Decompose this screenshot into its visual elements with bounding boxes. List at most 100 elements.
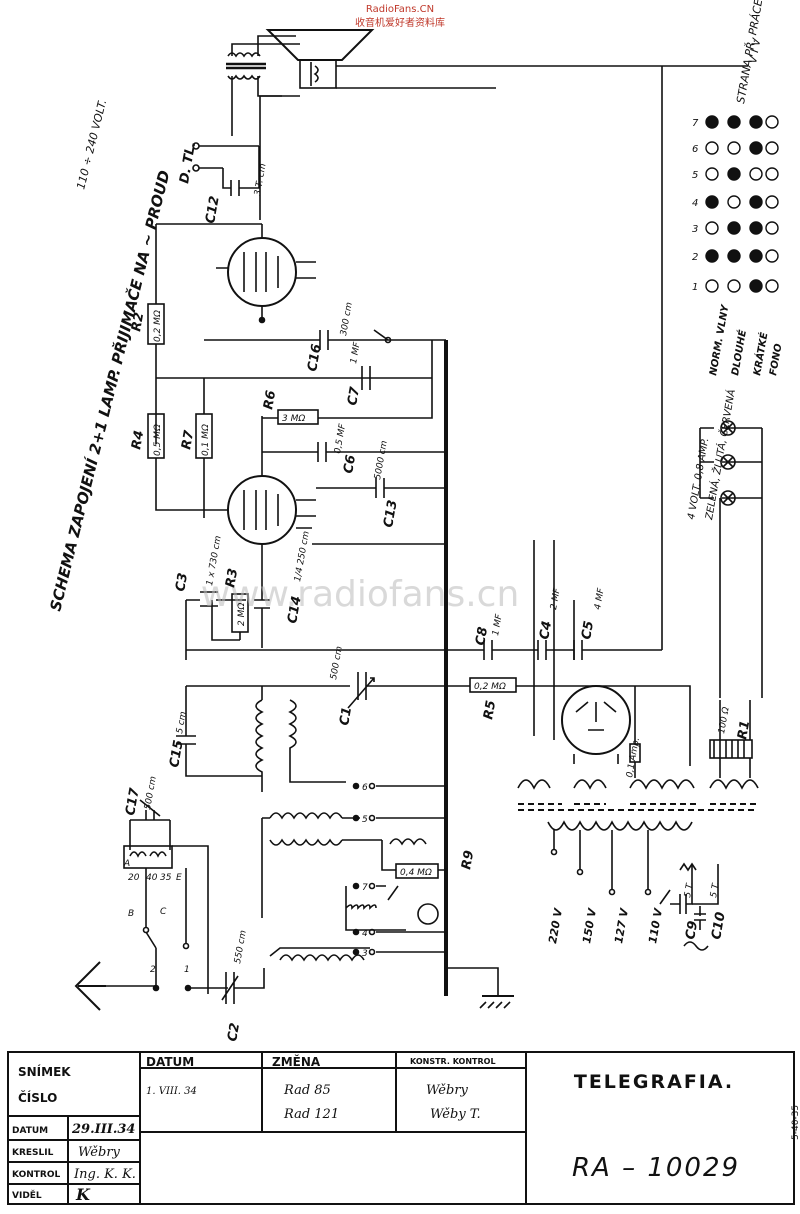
- tb-datum-col: DATUM: [146, 1055, 194, 1069]
- tb-cislo: ČÍSLO: [18, 1090, 57, 1105]
- ant-term-2: 2: [150, 965, 156, 975]
- output-tube: [216, 224, 316, 320]
- value-st1: 5 T.: [683, 881, 696, 898]
- switch-dot: [705, 221, 719, 235]
- fuse: [629, 686, 641, 778]
- coil-term-6: 6: [362, 783, 368, 793]
- resistor-r1: [709, 700, 753, 778]
- antenna-coils: [255, 686, 427, 962]
- label-r6: R6: [261, 389, 279, 410]
- switch-position-3: 3: [692, 224, 698, 235]
- capacitor-c15: [176, 686, 262, 777]
- label-dtl: D. TL.: [177, 140, 199, 184]
- switch-dot: [705, 115, 719, 129]
- switch-dot: [727, 167, 741, 181]
- diagram-title: SCHEMA ZAPOJENÍ 2+1 LAMP. PŘIJIMAČE NA ~…: [44, 168, 173, 613]
- switch-dot: [727, 115, 741, 129]
- tb-change-2: Rad 121: [283, 1107, 339, 1122]
- switch-position-7: 7: [692, 118, 699, 129]
- coil-term-5: 5: [362, 815, 368, 825]
- value-r5: 0,2 MΩ: [474, 682, 506, 692]
- tb-snimek: SNÍMEK: [18, 1064, 71, 1079]
- value-c12: 3 T. cm: [253, 163, 269, 197]
- label-c1: C1: [337, 706, 355, 727]
- rectifier-tube: [561, 685, 631, 755]
- capacitor-c13: [316, 478, 446, 498]
- tb-zmena-col: ZMĚNA: [272, 1054, 321, 1069]
- switch-dot: [705, 141, 719, 155]
- volume-potentiometer: [345, 885, 439, 931]
- label-c3: C3: [173, 572, 191, 593]
- label-r1: R1: [735, 719, 753, 740]
- switch-dot: [765, 141, 779, 155]
- detector-tube: [216, 416, 316, 584]
- selector-switch: [373, 329, 446, 344]
- value-c4: 2 MF: [549, 587, 563, 611]
- switch-dot: [749, 167, 763, 181]
- ant-term-a: A: [123, 859, 130, 869]
- tb-change-1: Rad 85: [283, 1083, 331, 1098]
- resistor-r5: [446, 677, 691, 766]
- switch-row-label: KRÁTKÉ: [750, 331, 770, 376]
- mains-110: 110 V: [646, 906, 665, 944]
- tb-side-no: 5-40-35: [791, 1105, 800, 1140]
- switch-heading-1: V I V: [746, 36, 763, 65]
- switch-dot: [749, 279, 763, 293]
- switch-dot: [727, 141, 741, 155]
- switch-position-2: 2: [692, 252, 698, 263]
- label-r5: R5: [481, 699, 499, 720]
- mains-127: 127 V: [612, 906, 631, 944]
- label-r7: R7: [179, 428, 197, 450]
- tb-kontrol-lbl: KONTROL: [12, 1170, 60, 1180]
- label-c12: C12: [203, 195, 223, 225]
- label-c2: C2: [225, 1022, 243, 1043]
- capacitor-c3: [185, 591, 246, 660]
- value-r9box: 0,4 MΩ: [400, 868, 432, 878]
- output-transformer: [226, 35, 300, 136]
- tb-change-date: 1. VIII. 34: [146, 1086, 197, 1097]
- coil-term-7: 7: [362, 883, 368, 893]
- watermark-text: www.radiofans.cn: [201, 574, 520, 615]
- switch-position-4: 4: [692, 198, 698, 209]
- coil-term-3: 3: [362, 949, 368, 959]
- value-c15: 5 cm: [175, 711, 189, 735]
- capacitor-c16: [204, 330, 388, 350]
- switch-dot: [765, 221, 779, 235]
- value-c8: 1 MF: [491, 613, 505, 637]
- switch-dot: [765, 115, 779, 129]
- switch-dot: [749, 115, 763, 129]
- tb-kontrol-sig: Ing. K. K.: [73, 1167, 136, 1182]
- value-st2: 5 T.: [709, 881, 722, 898]
- tb-videl-sig: K: [75, 1185, 91, 1204]
- tb-videl-lbl: VIDĚL: [12, 1189, 42, 1201]
- label-c15: C15: [167, 739, 187, 769]
- variable-capacitor-c1: [186, 672, 446, 709]
- switch-position-6: 6: [692, 144, 698, 155]
- ant-term-35: 35: [160, 873, 172, 883]
- value-r7: 0,1 MΩ: [201, 424, 211, 456]
- coil-term-4: 4: [362, 929, 368, 939]
- switch-dot: [765, 167, 779, 181]
- antenna-symbol: [74, 961, 265, 1011]
- switch-dot: [765, 195, 779, 209]
- dtl-jack: [192, 142, 259, 172]
- label-c4: C4: [537, 620, 555, 641]
- switch-dot: [727, 221, 741, 235]
- switch-dot: [705, 249, 719, 263]
- tb-sig-b: Wěby T.: [430, 1107, 481, 1122]
- tb-drawing-no: RA – 10029: [572, 1153, 740, 1183]
- label-r9: R9: [459, 849, 477, 870]
- switch-dot: [727, 195, 741, 209]
- switch-dot: [705, 279, 719, 293]
- ant-term-b: B: [128, 909, 134, 919]
- ant-term-20: 20: [128, 873, 140, 883]
- tb-company: TELEGRAFIA.: [574, 1071, 734, 1093]
- tb-datum-lbl: DATUM: [12, 1126, 48, 1136]
- tb-kreslil-sig: Wěbry: [78, 1145, 121, 1160]
- mains-150: 150 V: [580, 906, 599, 944]
- value-c5: 4 MF: [593, 587, 607, 611]
- antenna-network-c17: [123, 799, 209, 994]
- switch-dot: [727, 249, 741, 263]
